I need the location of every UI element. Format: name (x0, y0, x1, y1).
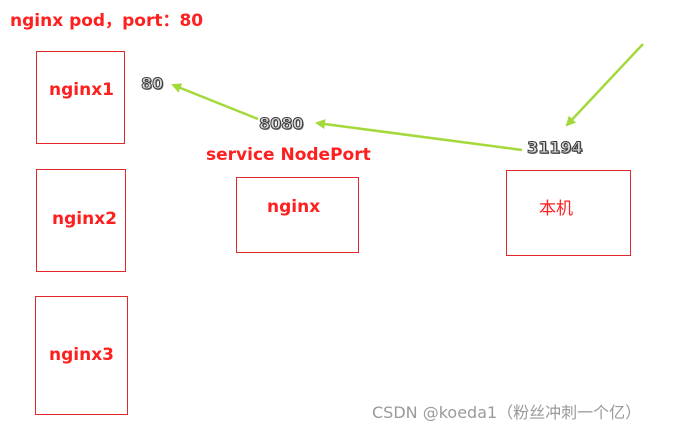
service-port-label: 8080 (259, 114, 305, 134)
service-box-label: nginx (267, 197, 321, 217)
host-label: 本机 (539, 199, 573, 219)
pod-box-nginx2: nginx2 (36, 169, 126, 272)
host-box: 本机 (506, 170, 631, 256)
pod-label: nginx3 (49, 345, 114, 365)
pod-label: nginx1 (49, 80, 114, 100)
diagram-title: nginx pod，port：80 (10, 11, 204, 31)
service-box: nginx (236, 177, 359, 253)
service-type-label: service NodePort (206, 145, 371, 165)
pod-box-nginx3: nginx3 (35, 296, 128, 415)
pod-port-label: 80 (140, 74, 164, 94)
watermark: CSDN @koeda1（粉丝冲刺一个亿） (372, 403, 642, 422)
arrow-incoming-to-host (565, 43, 644, 127)
arrow-host-to-service (315, 119, 523, 152)
pod-box-nginx1: nginx1 (36, 51, 125, 144)
pod-label: nginx2 (52, 209, 117, 229)
host-port-label: 31194 (527, 138, 584, 158)
arrow-service-to-pod (171, 83, 259, 121)
